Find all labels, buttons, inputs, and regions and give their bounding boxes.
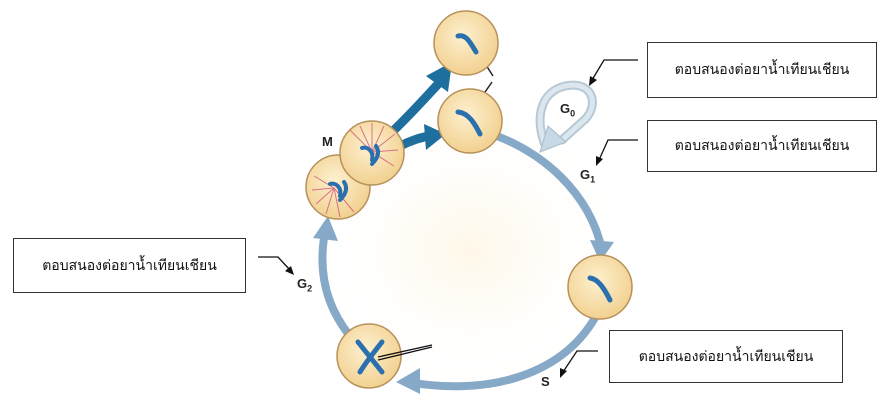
chromosome-icon <box>455 109 483 137</box>
g2-arrowhead <box>313 216 338 241</box>
chromosome-icon <box>587 275 613 303</box>
mitosis-arrowhead-upper <box>426 62 452 92</box>
callout-s <box>562 350 598 373</box>
pointer-line <box>377 346 433 361</box>
callout-g0 <box>591 59 638 81</box>
mitosis-arrow-upper <box>387 77 445 137</box>
annotation-box-s: ตอบสนองต่อยาน้ำเทียนเชียน <box>609 330 843 383</box>
annotation-box-g1: ตอบสนองต่อยาน้ำเทียนเชียน <box>647 120 877 172</box>
s-arc <box>404 312 600 391</box>
g0-loop-inner <box>537 82 595 148</box>
g2-arc <box>318 228 354 340</box>
mitotic-cell <box>305 120 405 220</box>
phase-label-g2: G2 <box>297 276 313 294</box>
spindle-fibers-lower <box>311 175 355 218</box>
phase-label-m: M <box>322 134 333 149</box>
callout-g1 <box>598 139 638 161</box>
cell-g2-phase <box>336 323 433 389</box>
chromosome-icon <box>328 181 343 198</box>
chromosome-icon <box>338 180 349 202</box>
chromosome-icon <box>455 33 479 55</box>
s-arrowhead <box>396 368 420 394</box>
annotation-box-g0: ตอบสนองต่อยาน้ำเทียนเชียน <box>647 42 877 98</box>
callout-arrows <box>258 59 638 378</box>
annotation-box-g2: ตอบสนองต่อยาน้ำเทียนเชียน <box>13 238 246 293</box>
daughter-cell-top <box>433 10 499 76</box>
g0-arrowhead <box>539 125 567 153</box>
chromosome-icon <box>360 145 375 162</box>
mitosis-arrowhead-lower <box>424 124 446 150</box>
phase-label-g0: G0 <box>560 101 576 119</box>
g1-arrowhead <box>590 240 614 262</box>
callout-g2 <box>258 256 291 271</box>
daughter-cell-g1 <box>437 88 503 154</box>
chromosome-icon <box>370 144 381 166</box>
chromosome-icon <box>357 339 385 375</box>
cell-s-phase <box>567 254 633 320</box>
phase-label-s: S <box>541 374 550 389</box>
pointer-line <box>377 344 433 358</box>
phase-label-g1: G1 <box>580 167 596 185</box>
g1-arc <box>476 126 606 254</box>
